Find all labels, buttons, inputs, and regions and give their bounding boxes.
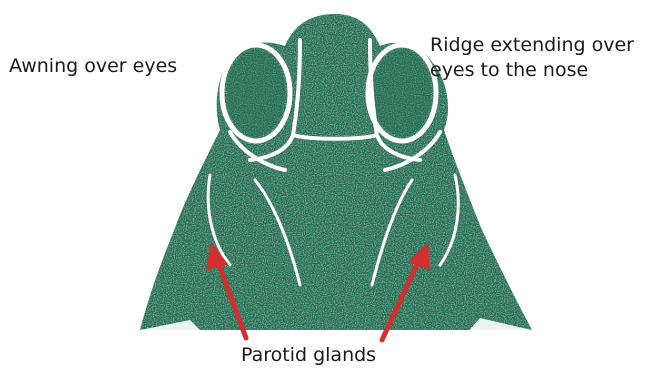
awning-over-eyes-label: Awning over eyes (9, 54, 177, 79)
ridge-label: Ridge extending over eyes to the nose (430, 33, 634, 83)
left-eye-awning (222, 45, 290, 141)
ridge-label-line-2: eyes to the nose (430, 58, 634, 83)
parotid-glands-label: Parotid glands (241, 343, 376, 368)
right-eye-awning (368, 45, 436, 141)
ridge-label-line-1: Ridge extending over (430, 33, 634, 58)
